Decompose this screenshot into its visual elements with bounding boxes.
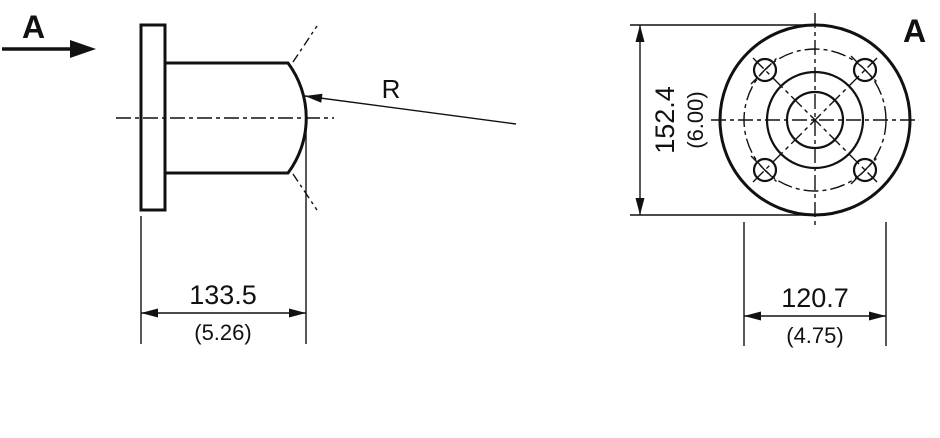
bolt-hole-tick-top-left	[750, 55, 780, 85]
diagonal-centerline-2	[752, 57, 878, 183]
front-view: A	[630, 13, 926, 348]
length-dim-arrow-left	[141, 308, 158, 318]
sphere-phantom-tick-top	[292, 25, 318, 63]
length-value-mm: 133.5	[189, 280, 257, 310]
bolt-circle-value-inches: (4.75)	[786, 323, 843, 348]
radius-label: R	[382, 74, 401, 104]
bolt-hole-top-right	[852, 57, 878, 83]
radius-leader-line	[304, 95, 517, 125]
diameter-value-mm: 152.4	[650, 86, 680, 154]
view-direction-label: A	[22, 9, 45, 45]
bolt-circle-dim-arrow-right	[869, 311, 886, 321]
diameter-dim-arrow-bottom	[635, 198, 645, 215]
front-view-label: A	[903, 13, 926, 49]
bolt-hole-tick-bottom-left	[750, 155, 780, 185]
bolt-circle-value-mm: 120.7	[781, 283, 849, 313]
bolt-hole-tick-bottom-right	[850, 155, 880, 185]
bolt-hole-bottom-left	[752, 157, 778, 183]
bolt-hole-bottom-right	[852, 157, 878, 183]
sphere-phantom-tick-bottom	[292, 173, 318, 211]
diameter-dim-arrow-top	[635, 25, 645, 42]
bolt-hole-top-left	[752, 57, 778, 83]
diameter-value-inches: (6.00)	[683, 91, 708, 148]
view-direction-arrowhead	[70, 40, 96, 58]
bolt-hole-tick-top-right	[850, 55, 880, 85]
length-value-inches: (5.26)	[194, 320, 251, 345]
radius-leader-arrowhead	[305, 93, 323, 103]
length-dim-arrow-right	[289, 308, 306, 318]
bolt-circle-dim-arrow-left	[744, 311, 761, 321]
side-view: A R 133.5 (5.26)	[2, 9, 517, 345]
